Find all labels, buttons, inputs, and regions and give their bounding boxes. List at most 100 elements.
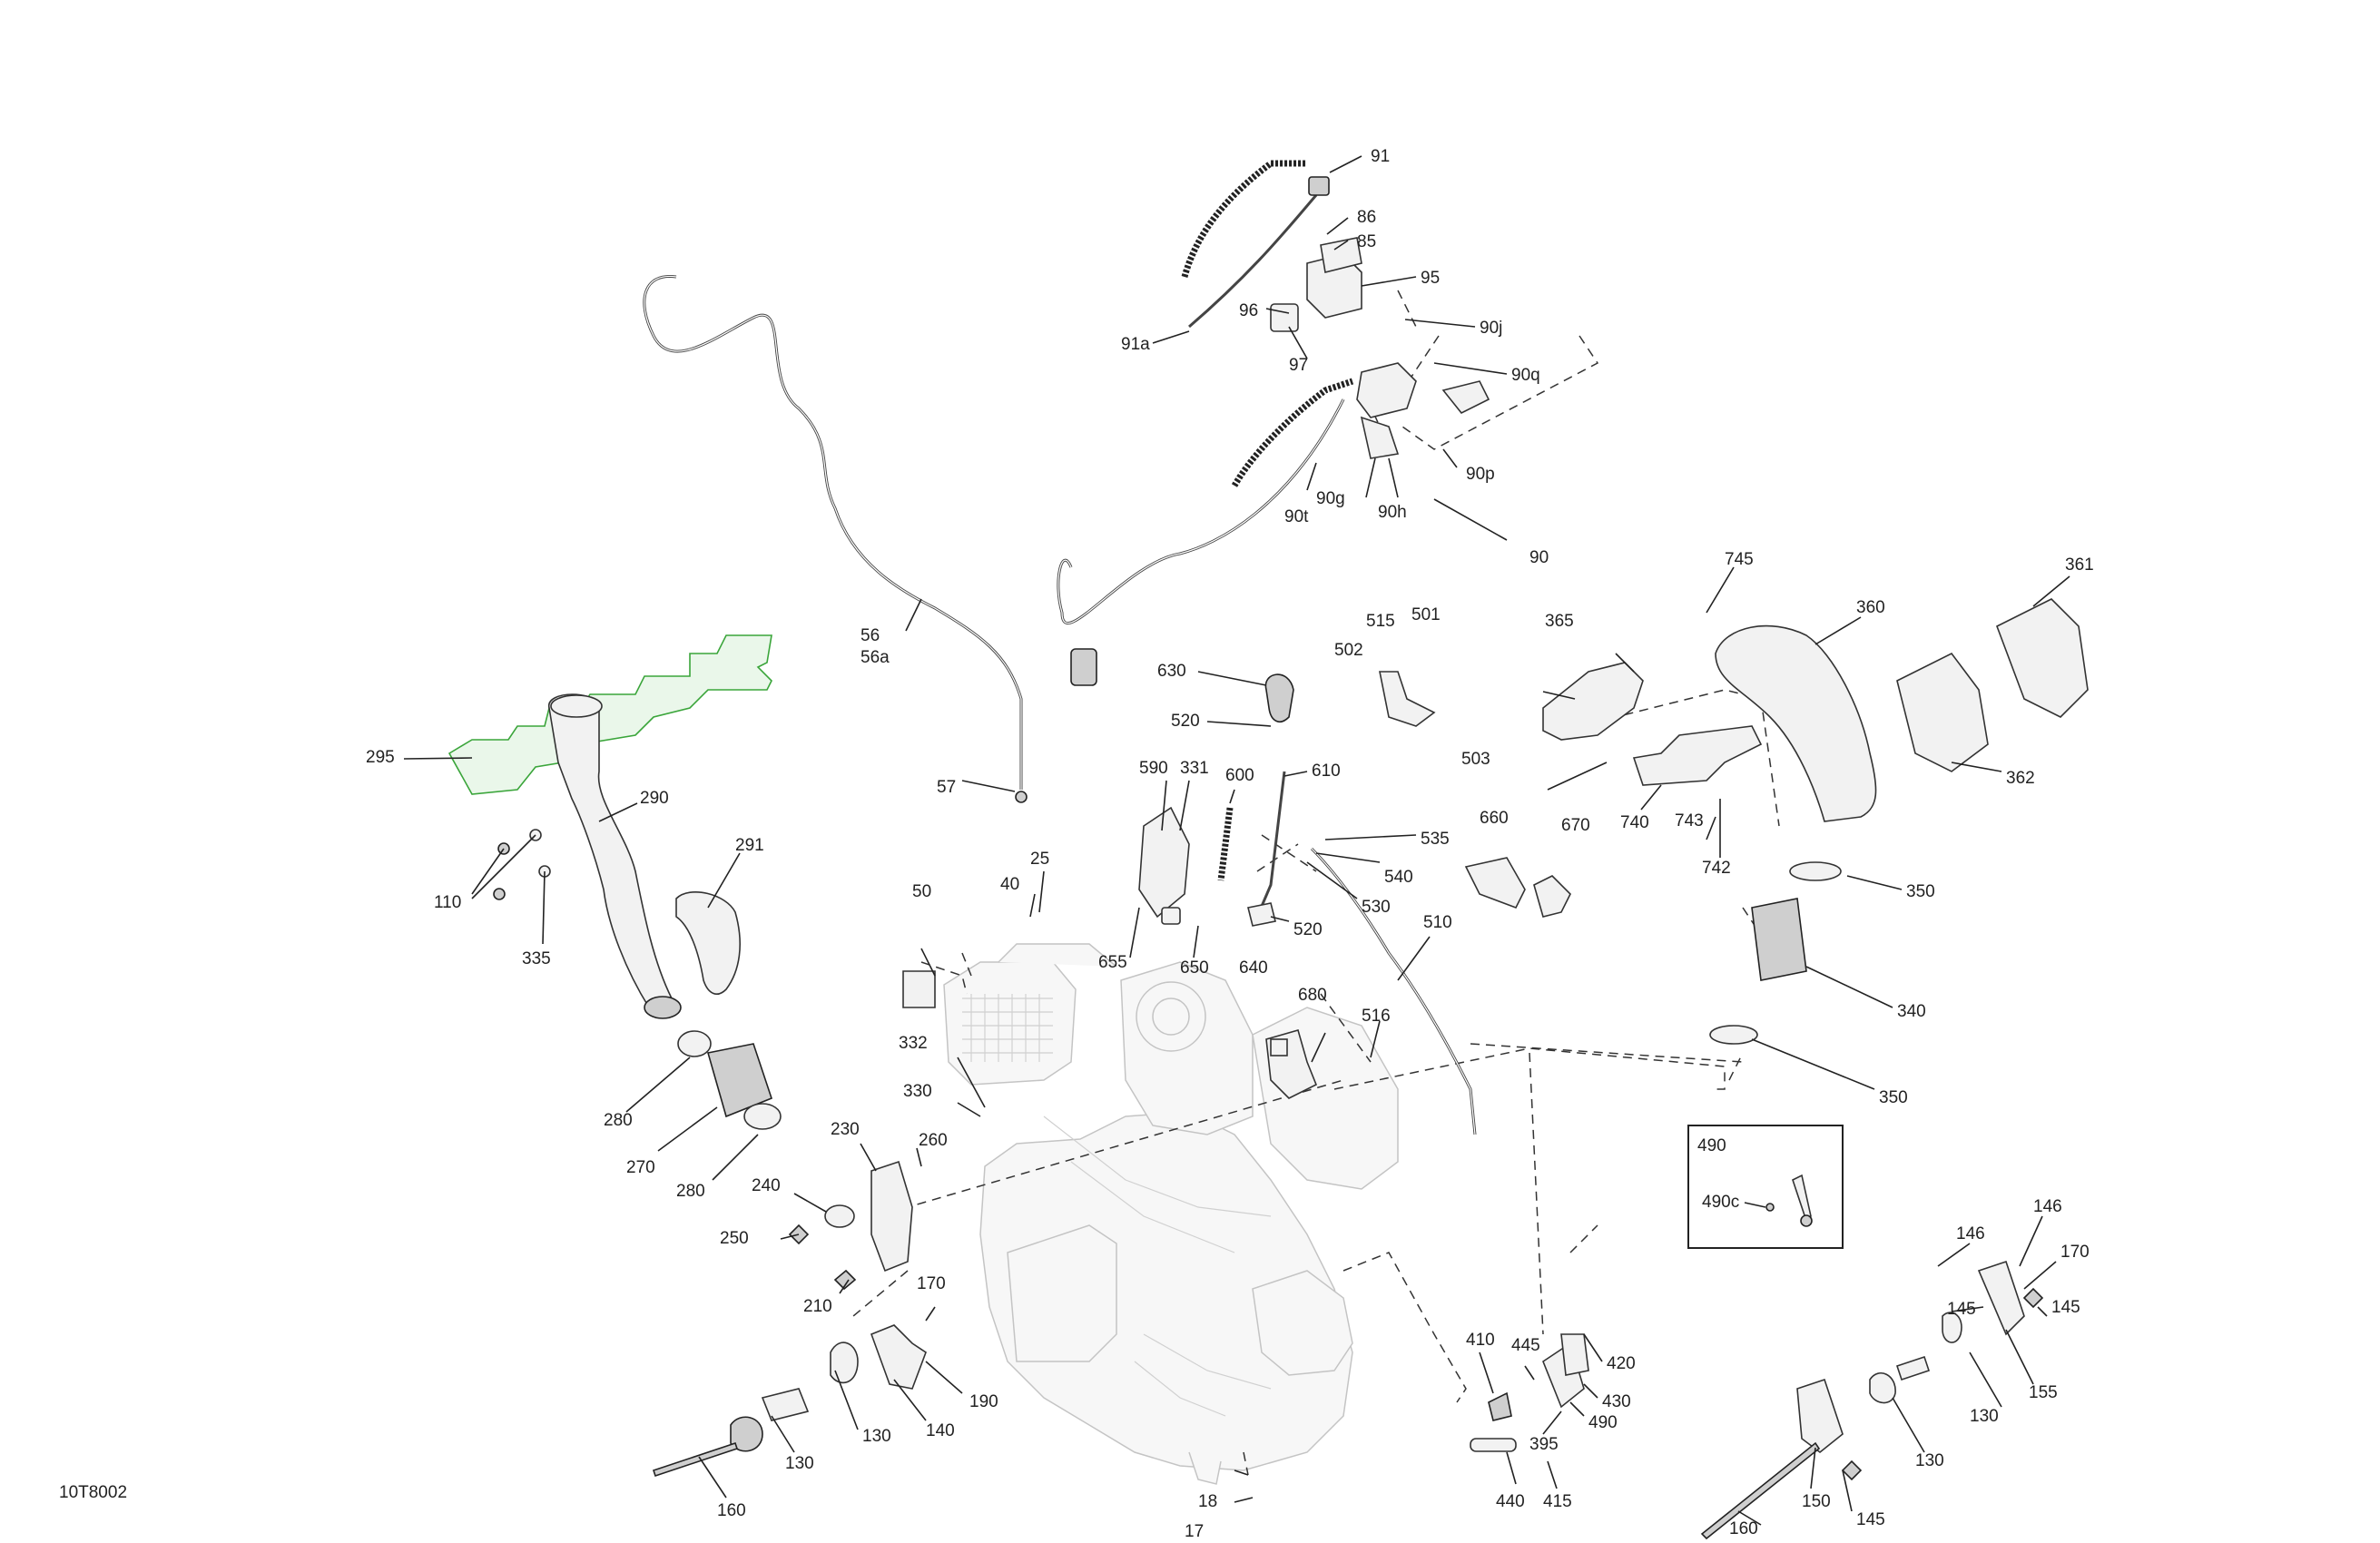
label-85: 85	[1357, 232, 1376, 251]
label-490: 490	[1588, 1413, 1618, 1432]
label-630: 630	[1157, 662, 1186, 681]
leader-lines	[403, 155, 2070, 1526]
right-parts	[1533, 598, 2089, 1045]
label-95: 95	[1421, 269, 1440, 288]
label-445: 445	[1511, 1336, 1540, 1355]
label-18: 18	[1198, 1492, 1217, 1511]
label-145-b: 145	[2051, 1298, 2080, 1317]
label-415: 415	[1543, 1492, 1572, 1511]
label-240: 240	[752, 1176, 781, 1195]
label-160-right: 160	[1729, 1519, 1758, 1538]
label-160-left: 160	[717, 1501, 746, 1520]
label-50: 50	[912, 882, 931, 901]
label-440: 440	[1496, 1492, 1525, 1511]
label-330: 330	[903, 1082, 932, 1101]
label-655: 655	[1098, 953, 1127, 972]
label-91: 91	[1371, 147, 1390, 166]
label-110: 110	[434, 893, 461, 912]
label-501: 501	[1411, 605, 1441, 624]
engine-ghost	[943, 943, 1399, 1485]
label-290: 290	[640, 789, 669, 808]
label-660: 660	[1480, 809, 1509, 828]
label-96: 96	[1239, 301, 1258, 320]
label-650: 650	[1180, 958, 1209, 978]
detail-box-490: 490 490c	[1687, 1125, 1844, 1249]
label-97: 97	[1289, 356, 1308, 375]
label-90p: 90p	[1466, 465, 1495, 484]
label-56a: 56a	[861, 648, 890, 667]
label-90: 90	[1529, 548, 1549, 567]
label-335: 335	[522, 949, 551, 968]
label-91a: 91a	[1121, 335, 1150, 354]
label-510: 510	[1423, 913, 1452, 932]
label-743: 743	[1675, 811, 1704, 830]
label-516: 516	[1362, 1007, 1391, 1026]
label-170-right: 170	[2060, 1243, 2090, 1262]
label-130-a: 130	[862, 1427, 891, 1446]
label-420: 420	[1607, 1354, 1636, 1373]
label-295: 295	[366, 748, 395, 767]
label-490c: 490c	[1702, 1193, 1739, 1212]
label-502: 502	[1334, 641, 1363, 660]
upper-harness-parts	[1057, 160, 1490, 686]
lower-right-parts	[1470, 1260, 2044, 1540]
label-230: 230	[831, 1120, 860, 1139]
left-mount-parts	[652, 1160, 927, 1478]
label-56: 56	[861, 626, 880, 645]
label-190: 190	[969, 1392, 998, 1411]
label-490-box-title: 490	[1697, 1136, 1726, 1155]
part-labels: 91 91a 86 85 95 96 97 90j 90q 90p 90g 90…	[59, 147, 2094, 1541]
label-430: 430	[1602, 1392, 1631, 1411]
label-503: 503	[1461, 750, 1490, 769]
label-350-upper: 350	[1906, 882, 1935, 901]
label-145-a: 145	[1947, 1300, 1976, 1319]
label-40: 40	[1000, 875, 1019, 894]
label-540: 540	[1384, 868, 1413, 887]
label-362: 362	[2006, 769, 2035, 788]
label-600: 600	[1225, 766, 1254, 785]
label-742: 742	[1702, 859, 1731, 878]
label-360: 360	[1856, 598, 1885, 617]
label-260: 260	[919, 1131, 948, 1150]
label-331: 331	[1180, 759, 1209, 778]
label-365: 365	[1545, 612, 1574, 631]
label-350-lower: 350	[1879, 1088, 1908, 1107]
label-610: 610	[1312, 762, 1341, 781]
label-150: 150	[1802, 1492, 1831, 1511]
label-130-d: 130	[1915, 1451, 1944, 1470]
label-410: 410	[1466, 1331, 1495, 1350]
diagram-code: 10T8002	[59, 1483, 127, 1502]
label-745: 745	[1725, 550, 1754, 569]
label-361: 361	[2065, 555, 2094, 575]
label-90q: 90q	[1511, 366, 1540, 385]
mid-parts	[902, 671, 1526, 1135]
label-530: 530	[1362, 898, 1391, 917]
label-291: 291	[735, 836, 764, 855]
label-86: 86	[1357, 208, 1376, 227]
intake-parts	[447, 634, 782, 1130]
label-57: 57	[937, 778, 956, 797]
label-25: 25	[1030, 850, 1049, 869]
label-170-left: 170	[917, 1274, 946, 1293]
label-155: 155	[2029, 1383, 2058, 1402]
label-210: 210	[803, 1297, 832, 1316]
label-130-b: 130	[785, 1454, 814, 1473]
label-740: 740	[1620, 813, 1649, 832]
label-280-upper: 280	[604, 1111, 633, 1130]
label-280-lower: 280	[676, 1182, 705, 1201]
label-90h: 90h	[1378, 503, 1407, 522]
label-146-left: 146	[1956, 1224, 1985, 1243]
label-680: 680	[1298, 986, 1327, 1005]
label-130-c: 130	[1970, 1407, 1999, 1426]
label-90t: 90t	[1284, 507, 1309, 526]
label-670: 670	[1561, 816, 1590, 835]
label-395: 395	[1529, 1435, 1559, 1454]
label-270: 270	[626, 1158, 655, 1177]
label-140: 140	[926, 1421, 955, 1440]
label-520-lower: 520	[1293, 920, 1323, 939]
label-515: 515	[1366, 612, 1395, 631]
label-520-upper: 520	[1171, 712, 1200, 731]
label-250: 250	[720, 1229, 749, 1248]
label-640: 640	[1239, 958, 1268, 978]
